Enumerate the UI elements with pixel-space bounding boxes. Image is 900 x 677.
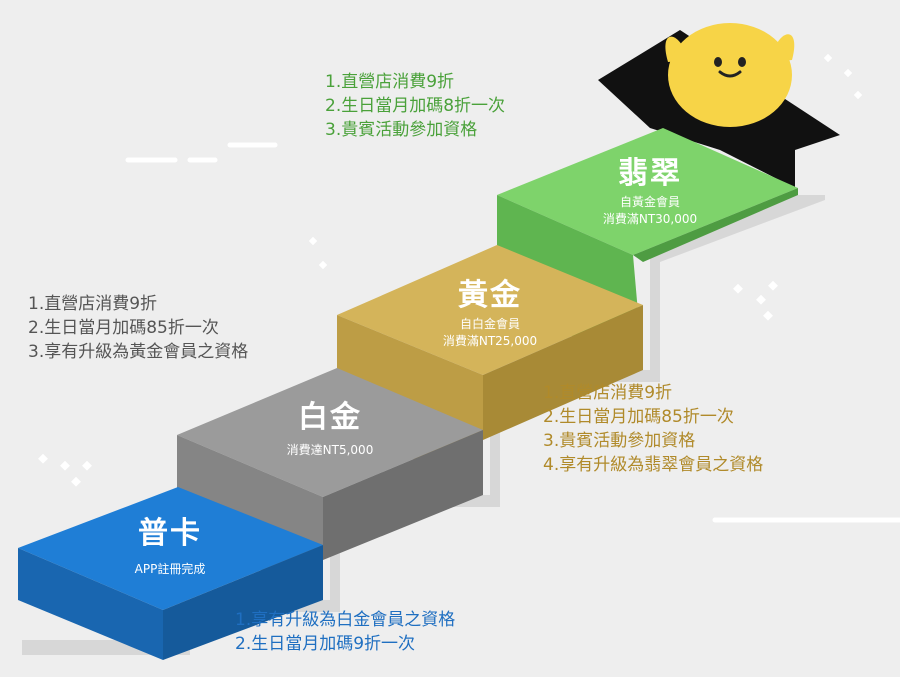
benefit-item: 2.生日當月加碼8折一次 xyxy=(325,96,506,116)
benefit-item: 2.生日當月加碼85折一次 xyxy=(28,318,219,338)
decorative-marks xyxy=(38,53,900,523)
benefit-item: 1.直營店消費9折 xyxy=(28,294,158,314)
benefit-item: 1.直營店消費9折 xyxy=(543,383,673,403)
tier-condition-jade-line1: 自黃金會員 xyxy=(619,195,681,209)
benefit-item: 1.享有升級為白金會員之資格 xyxy=(235,610,456,630)
cheering-face-mascot-icon xyxy=(665,23,795,127)
benefit-item: 1.直營店消費9折 xyxy=(325,72,455,92)
tier-condition-gold-line2: 消費滿NT25,000 xyxy=(442,334,538,348)
tier-condition-gold-line1: 自白金會員 xyxy=(459,317,521,331)
benefits-regular: 1.享有升級為白金會員之資格 2.生日當月加碼9折一次 xyxy=(235,608,455,656)
tier-name-platinum: 白金 xyxy=(298,400,362,435)
tier-name-jade: 翡翠 xyxy=(618,156,682,191)
step-regular xyxy=(18,487,323,660)
benefit-item: 3.貴賓活動參加資格 xyxy=(543,431,696,451)
benefits-gold: 1.直營店消費9折 2.生日當月加碼85折一次 3.貴賓活動參加資格 4.享有升… xyxy=(543,381,763,477)
tier-name-gold: 黃金 xyxy=(458,278,522,313)
benefits-platinum: 1.直營店消費9折 2.生日當月加碼85折一次 3.享有升級為黃金會員之資格 xyxy=(28,292,248,364)
benefit-item: 2.生日當月加碼85折一次 xyxy=(543,407,734,427)
tier-name-regular: 普卡 xyxy=(138,516,202,551)
tier-condition-regular: APP註冊完成 xyxy=(134,562,206,576)
benefit-item: 3.享有升級為黃金會員之資格 xyxy=(28,342,249,362)
benefit-item: 2.生日當月加碼9折一次 xyxy=(235,634,416,654)
benefit-item: 3.貴賓活動參加資格 xyxy=(325,120,478,140)
tier-condition-platinum: 消費達NT5,000 xyxy=(286,443,374,457)
benefit-item: 4.享有升級為翡翠會員之資格 xyxy=(543,455,764,475)
benefits-jade: 1.直營店消費9折 2.生日當月加碼8折一次 3.貴賓活動參加資格 xyxy=(325,70,505,142)
tier-condition-jade-line2: 消費滿NT30,000 xyxy=(602,212,698,226)
